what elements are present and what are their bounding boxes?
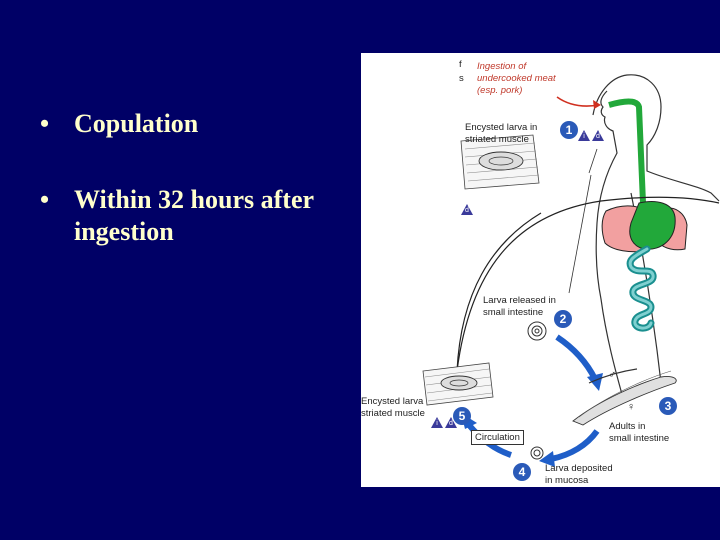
- step-1-badge: 1: [560, 121, 578, 139]
- released-larva-coil: [527, 321, 547, 341]
- esophagus: [608, 98, 646, 204]
- infective-stage-marker: i: [431, 417, 443, 428]
- bullet-item: • Copulation: [40, 108, 350, 140]
- cycle-arrow-3-4: [550, 429, 600, 462]
- lifecycle-diagram-art: [422, 74, 720, 467]
- adults-label: Adults in small intestine: [609, 421, 670, 444]
- muscle-tissue-1: [460, 134, 540, 190]
- human-body-outline: [592, 74, 720, 202]
- ingestion-arrow: [556, 96, 600, 107]
- deposited-larva-coil: [530, 446, 544, 460]
- ingestion-arrowhead: [593, 100, 601, 109]
- adult-worms: [572, 368, 677, 426]
- step-3-badge: 3: [659, 397, 677, 415]
- cut-label-1: f: [459, 59, 462, 70]
- cut-label-2: s: [459, 73, 464, 84]
- female-symbol: ♀: [627, 401, 636, 413]
- infective-stage-marker: i: [578, 130, 590, 141]
- cycle-arrow-2-3: [555, 334, 598, 381]
- stomach: [629, 201, 676, 250]
- step-4-badge: 4: [513, 463, 531, 481]
- circulation-arc: [456, 196, 720, 372]
- circulation-box: Circulation: [471, 430, 524, 445]
- bullet-symbol: •: [40, 109, 50, 138]
- encysted-larva-label-1: Encysted larva in striated muscle: [465, 122, 538, 145]
- step-2-badge: 2: [554, 310, 572, 328]
- step-5-badge: 5: [453, 407, 471, 425]
- diagnostic-stage-marker: d: [461, 204, 473, 215]
- larva-deposited-label: Larva deposited in mucosa: [545, 463, 613, 486]
- ingestion-label: Ingestion of undercooked meat (esp. pork…: [477, 61, 556, 96]
- larva-released-label: Larva released in small intestine: [483, 295, 556, 318]
- male-symbol: ♂: [608, 369, 617, 381]
- bullet-text: Copulation: [74, 109, 199, 138]
- trichinella-life-cycle-figure: f s Ingestion of undercooked meat (esp. …: [361, 53, 720, 487]
- bullet-symbol: •: [40, 185, 50, 214]
- muscle-tissue-2: [422, 362, 494, 406]
- diagnostic-stage-marker: d: [445, 417, 457, 428]
- diagnostic-stage-marker: d: [592, 130, 604, 141]
- bullet-list: • Copulation • Within 32 hours after ing…: [40, 108, 350, 292]
- bullet-item: • Within 32 hours after ingestion: [40, 184, 350, 248]
- encysted-larva-label-2: Encysted larva striated muscle: [361, 396, 425, 419]
- bullet-text: Within 32 hours after ingestion: [74, 185, 314, 246]
